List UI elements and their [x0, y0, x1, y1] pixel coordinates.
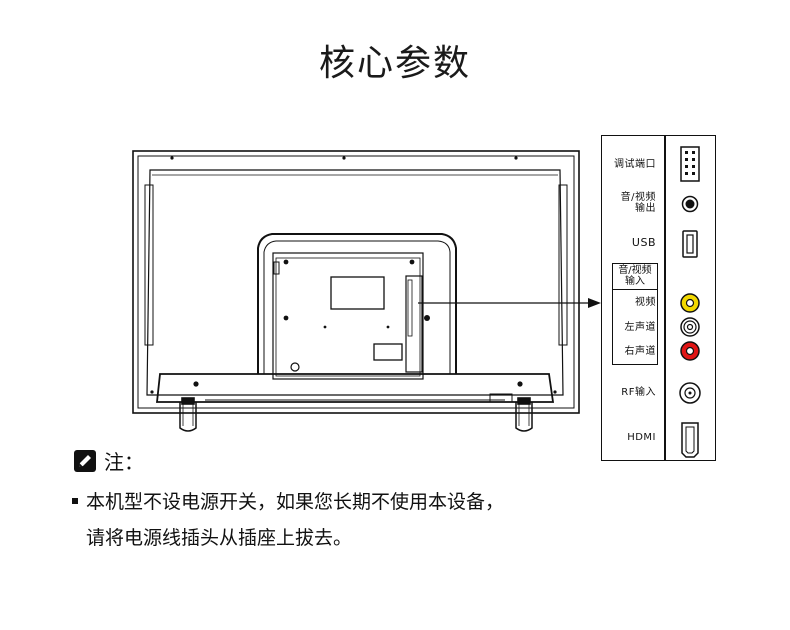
av-out-jack-icon [681, 195, 699, 213]
av-input-group: 音/视频 输入 [612, 263, 658, 365]
video-jack-icon [680, 293, 700, 313]
right-audio-jack-icon [680, 341, 700, 361]
port-label-usb: USB [631, 236, 656, 249]
screw-holes [150, 156, 557, 394]
note-line-1: 本机型不设电源开关，如果您长期不使用本设备， [86, 491, 505, 513]
port-label-video: 视频 [635, 297, 656, 308]
port-label-right: 右声道 [624, 346, 656, 357]
port-panel [601, 135, 716, 461]
port-label-left: 左声道 [624, 322, 656, 333]
left-audio-jack-icon [680, 317, 700, 337]
port-label-av-out-line2: 输出 [635, 203, 656, 214]
av-input-title-line2: 输入 [625, 276, 645, 287]
port-label-rf: RF输入 [621, 387, 656, 398]
bullet-icon [72, 497, 78, 504]
debug-port-icon [680, 146, 700, 182]
pencil-icon [74, 449, 96, 472]
note-heading: 注： [74, 446, 144, 475]
port-label-av-out-line1: 音/视频 [620, 192, 656, 203]
page-title: 核心参数 [318, 43, 471, 84]
rf-input-icon [679, 382, 701, 404]
port-label-hdmi: HDMI [627, 432, 656, 443]
port-label-debug: 调试端口 [614, 159, 656, 170]
port-icons [679, 146, 701, 458]
port-label-av-out: 音/视频 输出 [604, 192, 656, 214]
note-body: 本机型不设电源开关，如果您长期不使用本设备， 请将电源线插头从插座上拔去。 [72, 484, 672, 556]
av-input-title: 音/视频 输入 [613, 265, 657, 290]
note-line-2: 请将电源线插头从插座上拔去。 [86, 527, 353, 549]
av-input-title-line1: 音/视频 [618, 265, 652, 276]
note-label: 注： [104, 450, 144, 474]
usb-port-icon [682, 230, 698, 258]
tv-back-outline [132, 150, 580, 432]
panel-divider [664, 136, 666, 460]
leader-arrow [418, 298, 601, 308]
hdmi-port-icon [681, 422, 699, 458]
